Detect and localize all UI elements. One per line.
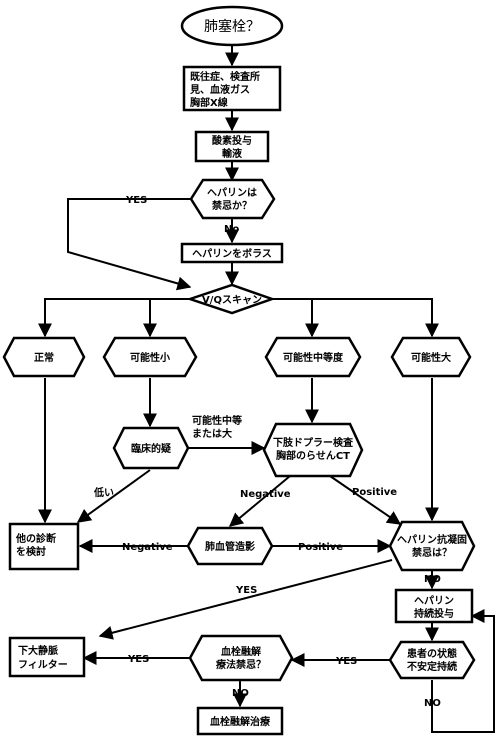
edge-vq-normal: [38, 298, 190, 338]
label-no-lysis: NO: [232, 688, 249, 699]
clinical-label: 臨床的疑: [131, 442, 172, 455]
doppler-label-2: 胸部のらせんCT: [276, 449, 350, 462]
edge-unstable-no-loop: [431, 609, 495, 733]
prob-mid-label: 可能性中等度: [283, 351, 344, 364]
anticoag-contra-label-1: ヘパリン抗凝固: [397, 533, 467, 546]
angio-node: [186, 526, 274, 566]
heparin-cont-label-1: ヘパリン: [414, 595, 454, 607]
prob-low-label: 可能性小: [130, 351, 170, 364]
lysis-contra-label-2: 療法禁忌？: [216, 658, 266, 671]
edge-labels: YES No 可能性中等 または大 低い Negative Positive N…: [93, 195, 441, 709]
history-label-1: 既往症、検査所: [190, 70, 260, 83]
label-yes-lysis: YES: [127, 654, 149, 665]
label-yes-anticoag: YES: [235, 585, 257, 596]
vq-scan-label: V/Qスキャン: [202, 294, 262, 306]
heparin-bolus-label: ヘパリンをボラス: [192, 247, 272, 260]
edge-vq-prob-high: [312, 298, 439, 338]
heparin-contra-node: [189, 178, 276, 220]
heparin-contra-label-2: 禁忌か？: [211, 199, 252, 212]
doppler-node: [262, 422, 364, 478]
unstable-label-2: 不安定持続: [407, 660, 457, 673]
edge-vq-prob-mid: [270, 298, 319, 338]
other-dx-node: [8, 522, 80, 571]
normal-label: 正常: [34, 351, 54, 364]
lysis-node: [196, 706, 284, 736]
start-label: 肺塞栓？: [204, 18, 260, 35]
ivc-filter-label-1: 下大静脈: [18, 644, 58, 657]
node-texts: 肺塞栓？ 既往症、検査所 見、血液ガス 胸部X線 酸素投与 輸液 ヘパリンは 禁…: [15, 18, 467, 728]
lysis-label: 血栓融解治療: [210, 715, 270, 728]
edge-anticoag-ivc: [98, 559, 393, 640]
oxygen-label-2: 輸液: [222, 147, 242, 160]
normal-node: [2, 336, 86, 378]
label-negative-angio: Negative: [122, 542, 173, 553]
label-yes-heparin: YES: [125, 195, 147, 206]
edge-doppler-anticoag: [329, 475, 402, 525]
label-positive-doppler: Positive: [352, 487, 397, 498]
unstable-node: [388, 640, 476, 680]
history-label-2: 見、血液ガス: [189, 83, 250, 96]
start-node: [180, 5, 284, 47]
label-no-heparin: No: [224, 224, 239, 235]
vq-scan-node: [186, 283, 276, 315]
lysis-contra-node: [188, 634, 294, 682]
oxygen-node: [194, 130, 270, 163]
label-negative-doppler: Negative: [240, 489, 291, 500]
angio-label: 肺血管造影: [205, 540, 255, 553]
lysis-contra-label-1: 血栓融解: [221, 645, 261, 658]
heparin-bolus-node: [180, 242, 284, 264]
node-shapes: [2, 5, 476, 736]
anticoag-contra-label-2: 禁忌は？: [411, 546, 452, 559]
prob-high-node: [390, 336, 472, 378]
prob-low-node: [102, 336, 198, 378]
label-yes-unstable: YES: [335, 656, 357, 667]
label-mid-or-high-2: または大: [192, 427, 232, 440]
ivc-filter-label-2: フィルター: [18, 659, 68, 671]
edge-doppler-angio: [228, 475, 291, 527]
other-dx-label-2: を検討: [16, 545, 46, 558]
doppler-label-1: 下肢ドプラー検査: [273, 436, 354, 449]
label-no-anticoag: NO: [424, 574, 441, 585]
prob-high-label: 可能性大: [411, 351, 451, 364]
history-label-3: 胸部X線: [190, 96, 228, 109]
unstable-label-1: 患者の状態: [407, 647, 457, 660]
label-low: 低い: [93, 486, 114, 499]
label-positive-angio: Positive: [298, 542, 343, 553]
heparin-cont-node: [394, 588, 474, 624]
label-no-unstable: NO: [424, 698, 441, 709]
edge-clinical-other-dx: [76, 469, 151, 523]
edges: [38, 45, 495, 733]
oxygen-label-1: 酸素投与: [212, 134, 252, 147]
anticoag-contra-node: [388, 520, 476, 572]
other-dx-label-1: 他の診断: [15, 532, 56, 545]
heparin-cont-label-2: 持続投与: [414, 607, 454, 620]
edge-heparin-contra-yes: [67, 198, 192, 291]
history-node: [182, 65, 282, 112]
clinical-node: [112, 426, 190, 470]
label-mid-or-high-1: 可能性中等: [192, 414, 242, 427]
ivc-filter-node: [8, 636, 86, 678]
prob-mid-node: [264, 336, 362, 378]
heparin-contra-label-1: ヘパリンは: [207, 187, 257, 199]
